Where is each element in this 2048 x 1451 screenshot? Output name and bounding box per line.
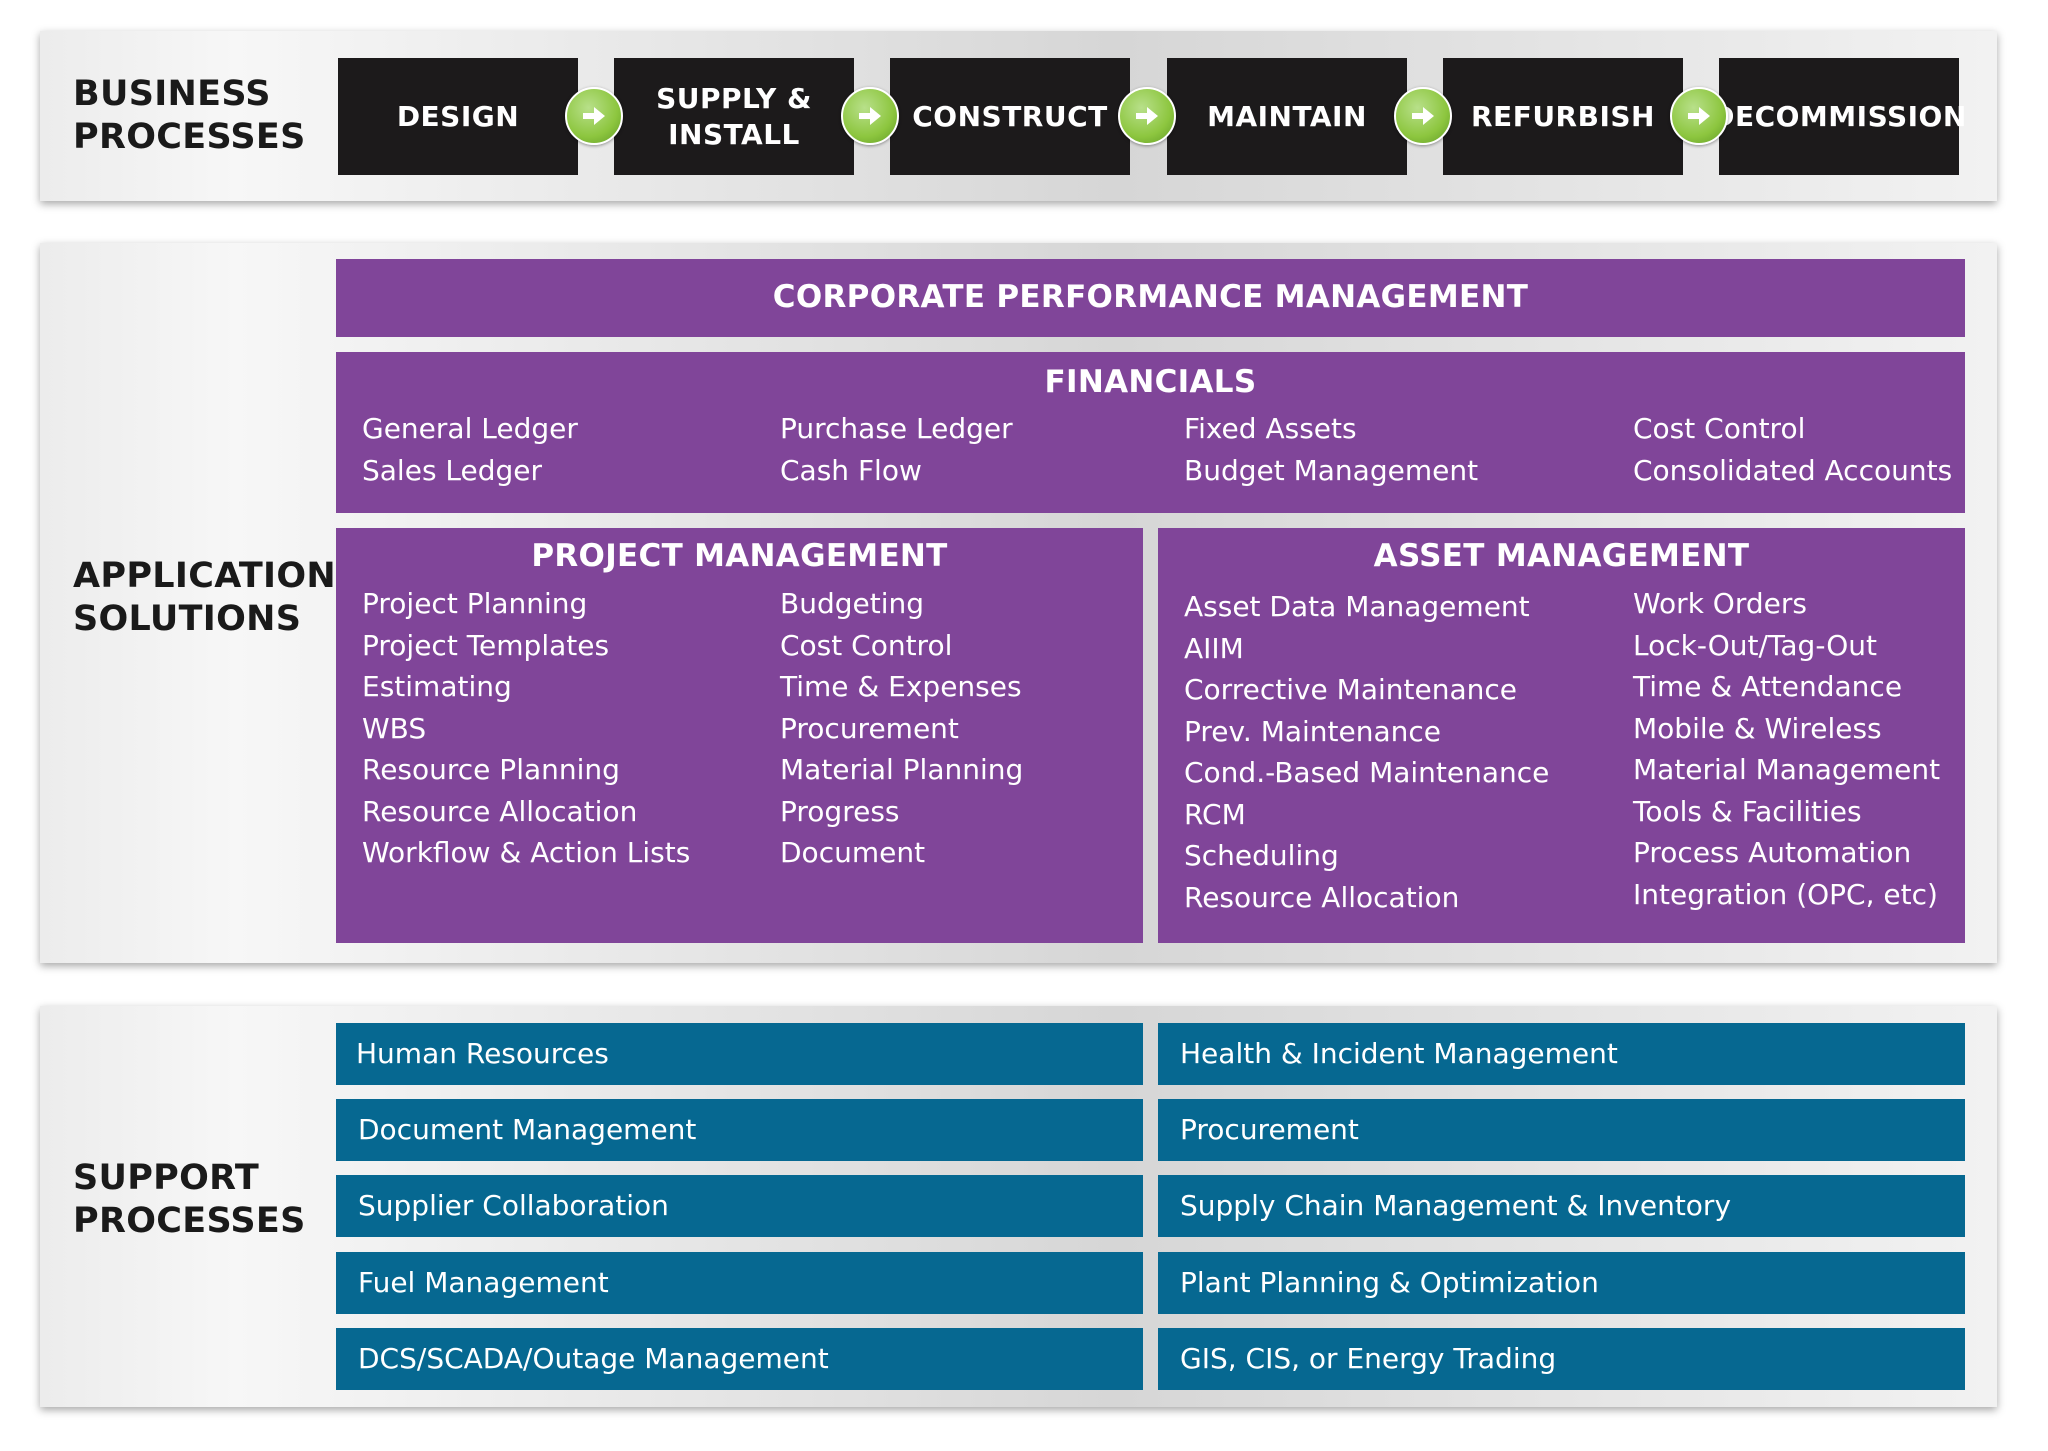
support-processes-panel: SUPPORT PROCESSES Human Resources Docume… xyxy=(40,1006,1997,1407)
asset-management-column: Work Orders Lock-Out/Tag-Out Time & Atte… xyxy=(1633,583,1940,915)
support-item-right: Procurement xyxy=(1158,1099,1965,1161)
financials-column: Fixed Assets Budget Management xyxy=(1184,408,1478,491)
right-arrow-icon xyxy=(565,87,623,145)
support-item-left: Supplier Collaboration xyxy=(336,1175,1143,1237)
project-management-item: Material Planning xyxy=(780,753,1024,786)
right-arrow-icon xyxy=(1118,87,1176,145)
support-item-right: Plant Planning & Optimization xyxy=(1158,1252,1965,1314)
right-arrow-icon xyxy=(1670,87,1728,145)
project-management-box: PROJECT MANAGEMENT Project Planning Proj… xyxy=(336,528,1143,943)
asset-management-item: Corrective Maintenance xyxy=(1184,673,1517,706)
asset-management-item: Mobile & Wireless xyxy=(1633,711,1882,745)
asset-management-item: Resource Allocation xyxy=(1184,880,1460,914)
project-management-item: Budgeting xyxy=(780,587,925,620)
financials-title: FINANCIALS xyxy=(1044,364,1257,400)
asset-management-item: Scheduling xyxy=(1184,839,1339,872)
financials-column: General Ledger Sales Ledger xyxy=(362,408,578,491)
step-construct: CONSTRUCT xyxy=(890,58,1130,175)
step-refurbish: REFURBISH xyxy=(1443,58,1683,175)
support-item-right: GIS, CIS, or Energy Trading xyxy=(1158,1328,1965,1390)
support-item-right: Supply Chain Management & Inventory xyxy=(1158,1175,1965,1237)
project-management-item: Project Templates xyxy=(362,628,610,662)
support-item-left: DCS/SCADA/Outage Management xyxy=(336,1328,1143,1390)
project-management-item: Resource Planning xyxy=(362,753,620,786)
project-management-item: Time & Expenses xyxy=(780,670,1022,703)
project-management-item: Progress xyxy=(780,794,900,828)
financials-item: Sales Ledger xyxy=(362,453,543,487)
asset-management-item: Material Management xyxy=(1633,753,1941,786)
step-design: DESIGN xyxy=(338,58,578,175)
asset-management-item: Time & Attendance xyxy=(1633,670,1903,703)
asset-management-box: ASSET MANAGEMENT Asset Data Management A… xyxy=(1158,528,1965,943)
project-management-item: Procurement xyxy=(780,711,959,745)
asset-management-item: RCM xyxy=(1184,797,1246,831)
financials-item: Cost Control xyxy=(1633,412,1806,445)
financials-item: Fixed Assets xyxy=(1184,412,1357,445)
project-management-title: PROJECT MANAGEMENT xyxy=(531,538,948,574)
asset-management-item: Integration (OPC, etc) xyxy=(1633,877,1938,911)
support-item-left: Human Resources xyxy=(336,1023,1143,1085)
support-item-right: Health & Incident Management xyxy=(1158,1023,1965,1085)
corporate-performance-title: CORPORATE PERFORMANCE MANAGEMENT xyxy=(772,279,1529,315)
application-solutions-panel: APPLICATION SOLUTIONS CORPORATE PERFORMA… xyxy=(40,243,1997,963)
financials-column: Purchase Ledger Cash Flow xyxy=(780,408,1013,491)
project-management-item: Project Planning xyxy=(362,587,588,620)
project-management-item: WBS xyxy=(362,711,427,745)
project-management-column: Project Planning Project Templates Estim… xyxy=(362,583,690,874)
step-maintain: MAINTAIN xyxy=(1167,58,1407,175)
project-management-item: Cost Control xyxy=(780,628,953,662)
corporate-performance-box: CORPORATE PERFORMANCE MANAGEMENT xyxy=(336,259,1965,337)
project-management-item: Document xyxy=(780,836,926,869)
financials-column: Cost Control Consolidated Accounts xyxy=(1633,408,1952,491)
asset-management-item: Process Automation xyxy=(1633,836,1912,869)
asset-management-title: ASSET MANAGEMENT xyxy=(1373,538,1750,574)
financials-item: General Ledger xyxy=(362,412,578,445)
asset-management-item: Prev. Maintenance xyxy=(1184,714,1442,748)
step-supply-install: SUPPLY & INSTALL xyxy=(614,58,854,175)
asset-management-item: Cond.-Based Maintenance xyxy=(1184,756,1550,789)
financials-item: Budget Management xyxy=(1184,453,1479,487)
asset-management-item: AIIM xyxy=(1184,631,1244,665)
support-item-left: Document Management xyxy=(336,1099,1143,1161)
asset-management-item: Asset Data Management xyxy=(1184,590,1530,623)
financials-item: Consolidated Accounts xyxy=(1633,453,1953,487)
project-management-item: Workflow & Action Lists xyxy=(362,836,691,869)
asset-management-item: Work Orders xyxy=(1633,587,1807,620)
support-item-left: Fuel Management xyxy=(336,1252,1143,1314)
asset-management-item: Lock-Out/Tag-Out xyxy=(1633,628,1877,662)
application-solutions-label: APPLICATION SOLUTIONS xyxy=(73,556,337,639)
project-management-item: Estimating xyxy=(362,670,512,703)
project-management-item: Resource Allocation xyxy=(362,794,638,828)
asset-management-item: Tools & Facilities xyxy=(1633,794,1862,828)
financials-item: Purchase Ledger xyxy=(780,412,1013,445)
right-arrow-icon xyxy=(841,87,899,145)
support-processes-label: SUPPORT PROCESSES xyxy=(73,1158,306,1241)
business-processes-label: BUSINESS PROCESSES xyxy=(73,74,306,157)
business-processes-panel: BUSINESS PROCESSES DESIGN SUPPLY & INSTA… xyxy=(40,31,1997,201)
step-decommission: DECOMMISSION xyxy=(1711,58,1966,175)
financials-item: Cash Flow xyxy=(780,453,922,487)
financials-box: FINANCIALS General Ledger Sales Ledger P… xyxy=(336,352,1965,513)
right-arrow-icon xyxy=(1394,87,1452,145)
project-management-column: Budgeting Cost Control Time & Expenses P… xyxy=(780,583,1023,874)
asset-management-column: Asset Data Management AIIM Corrective Ma… xyxy=(1184,586,1549,918)
